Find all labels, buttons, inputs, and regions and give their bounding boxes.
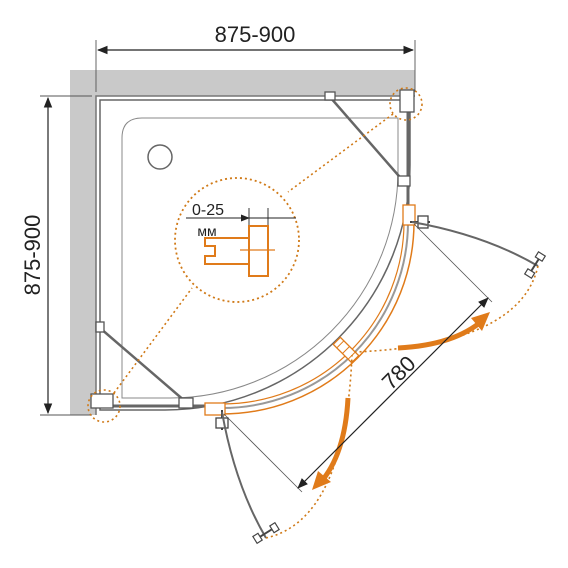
detail-magnifier	[174, 177, 300, 303]
top-wall	[70, 70, 415, 96]
walls	[70, 70, 415, 415]
tray-inner-basin	[121, 117, 399, 399]
door-handle-center	[332, 336, 360, 364]
hinge-bottom	[204, 402, 226, 416]
wall-profile-top	[399, 89, 415, 113]
hinge-right	[402, 204, 416, 226]
top-brace-clamp	[324, 91, 336, 101]
bottom-door-open	[221, 411, 267, 539]
bottom-swing-arrow	[318, 397, 351, 485]
left-brace-clamp	[95, 321, 105, 333]
right-swing-arrow	[397, 318, 485, 351]
height-label: 875-900	[20, 215, 45, 296]
right-door-open	[411, 221, 539, 267]
top-brace	[329, 96, 406, 184]
width-label: 875-900	[215, 22, 296, 47]
drain-icon	[147, 144, 173, 170]
left-wall	[70, 70, 96, 415]
door-opening-label: 780	[377, 351, 421, 395]
left-brace	[99, 327, 187, 403]
wall-inner-edge	[95, 95, 415, 415]
door-opening-dimension-line	[297, 297, 489, 489]
detail-marker-left	[87, 389, 121, 423]
wall-profile-left	[90, 393, 114, 409]
width-dimension: 875-900	[95, 22, 416, 92]
left-brace-end	[178, 397, 194, 409]
bottom-door-handle-icon	[252, 521, 280, 545]
detail-marker-top	[389, 87, 423, 121]
detail-callout: 0-25 мм	[87, 87, 423, 423]
adjust-unit-label: мм	[197, 223, 216, 239]
top-brace-end	[397, 175, 411, 187]
profile-section-icon	[204, 225, 269, 277]
fixed-panels	[90, 89, 415, 409]
height-dimension: 875-900	[20, 95, 92, 416]
right-door-handle-icon	[523, 251, 547, 279]
adjust-range-label: 0-25	[192, 202, 224, 219]
